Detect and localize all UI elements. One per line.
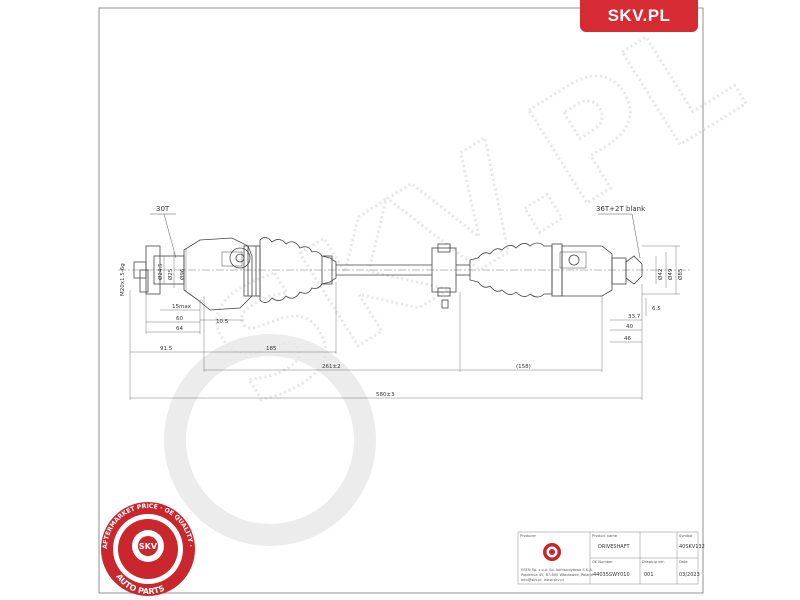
tb-header-date: Date — [679, 560, 688, 564]
tb-producer-line-1: ESEN Sp. z o.o. Sp. komandytowa S.K.A. — [521, 568, 593, 572]
dim-right-c: 46 — [624, 336, 631, 342]
left-dia-3: Ø96 — [179, 268, 186, 280]
right-dia-1: Ø42 — [657, 269, 664, 280]
right-dia-3: Ø85 — [677, 268, 684, 280]
tb-oe-number: 44035SWY010 — [593, 572, 630, 578]
dim-left-a: 60 — [176, 316, 183, 322]
spline-leaders — [150, 213, 641, 259]
left-boot-clamp — [321, 255, 333, 285]
left-thread-label: M20x1.5-6g — [120, 263, 126, 296]
quality-seal: AFTERMARKET PRICE · OE QUALITY · AUTO PA… — [101, 502, 195, 596]
dim-clamp-left: 15max — [172, 304, 192, 310]
left-spline-label: 30T — [156, 205, 170, 213]
right-joint — [551, 243, 643, 297]
left-diameter-lines — [163, 248, 187, 292]
dim-clamp-gap: 10.5 — [216, 319, 229, 325]
dim-total: 580±3 — [376, 392, 395, 398]
dim-left-c: 91.5 — [160, 346, 173, 352]
dim-shaft: 261±2 — [322, 364, 341, 370]
dim-right-a: 33.7 — [628, 314, 641, 320]
dim-mid-left: 185 — [266, 346, 277, 352]
tb-symbol: 40SKV132 — [679, 544, 705, 550]
dim-right-d: 6.5 — [652, 306, 661, 312]
tb-header-product: Product name — [592, 534, 618, 538]
left-boot — [259, 237, 337, 303]
tb-header-version: Drawing ver. — [642, 560, 665, 564]
tb-product: DRIVESHAFT — [598, 544, 631, 550]
drawing-border — [98, 7, 704, 594]
shaft — [336, 243, 470, 309]
watermark: SKV.PL — [164, 0, 770, 546]
right-diameter-lines — [642, 245, 680, 295]
tb-producer-line-3: info@skv.pl, www.skv.pl — [521, 578, 564, 582]
title-block — [517, 531, 699, 585]
tb-date: 03/2023 — [679, 572, 700, 578]
dim-right-b: 40 — [626, 324, 633, 330]
left-dimension-lines — [129, 282, 643, 400]
right-spline-label: 36T+2T blank — [596, 205, 646, 213]
brand-badge[interactable]: SKV.PL — [580, 0, 698, 32]
tb-header-oe: OE Number — [592, 560, 613, 564]
dim-right-len: (158) — [516, 364, 531, 370]
left-joint — [133, 237, 261, 311]
left-dia-1: Ø24.5 — [157, 263, 164, 280]
left-dia-2: Ø25 — [167, 268, 174, 280]
right-dimension-lines — [610, 298, 647, 343]
dim-left-b: 64 — [176, 326, 183, 332]
right-dia-2: Ø49 — [667, 268, 674, 280]
title-block-logo — [543, 543, 561, 561]
tb-version: 001 — [644, 572, 654, 578]
watermark-letters: SKV.PL — [181, 0, 768, 441]
tb-header-producer: Producer — [520, 534, 536, 538]
tb-producer-line-2: Papiernia 45, 87-800 Włocławek, Poland — [521, 573, 593, 577]
seal-center-text: SKV — [139, 542, 158, 551]
tb-header-symbol: Symbol — [679, 534, 692, 538]
